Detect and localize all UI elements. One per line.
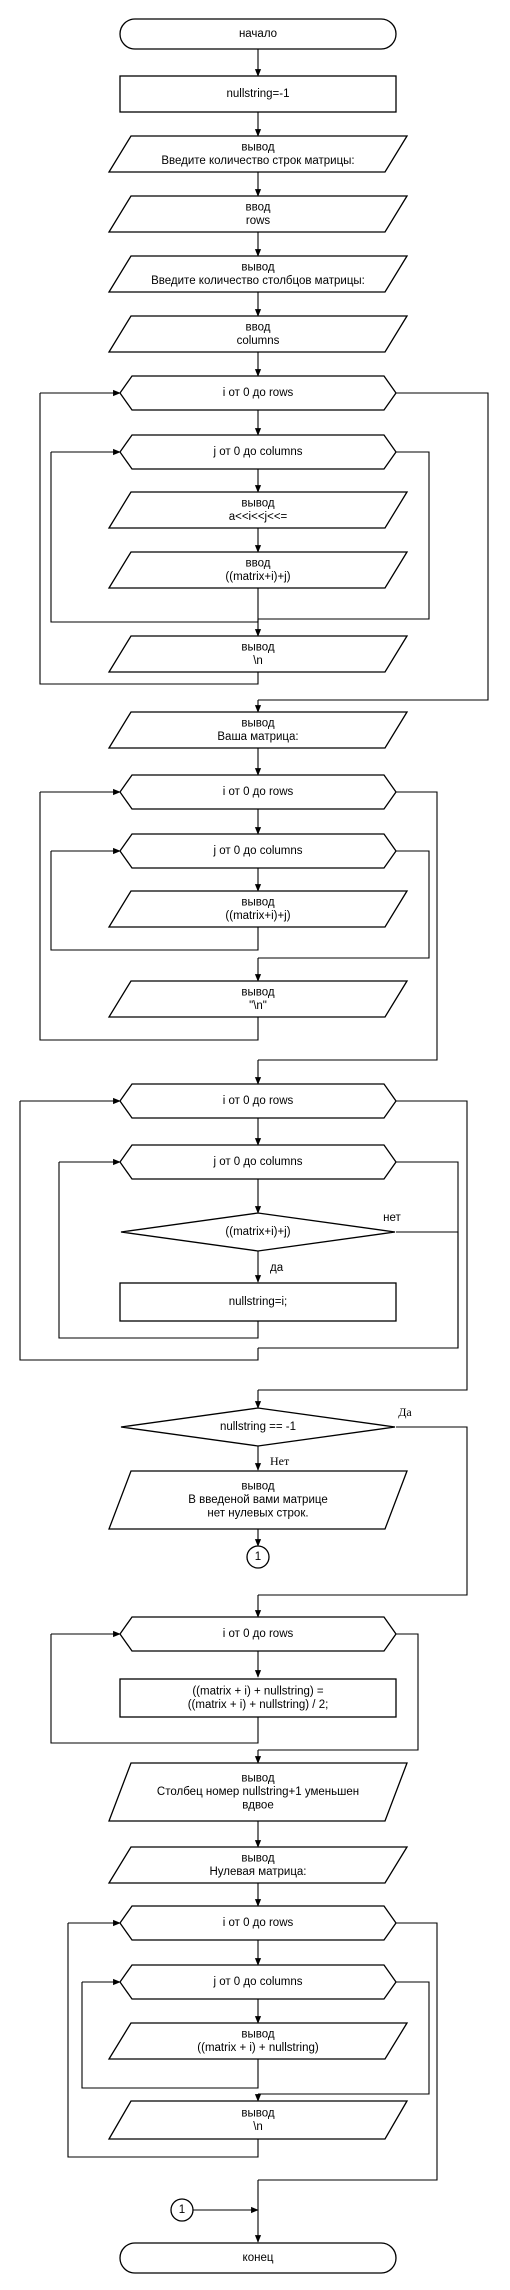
loop-i-search-back bbox=[19, 1101, 259, 1361]
decision-yes-path bbox=[258, 1426, 468, 1596]
output-element-prompt-line: a<<i<<j<<= bbox=[229, 511, 288, 523]
loop-i-result-exit bbox=[258, 1922, 438, 2181]
output-result-element bbox=[107, 2022, 409, 2060]
output-element-prompt-line: вывод bbox=[241, 497, 274, 509]
loop-j-print-back bbox=[50, 851, 259, 951]
loop-j-search-label: j от 0 до columns bbox=[212, 1156, 302, 1168]
output-zero-matrix-line: Нулевая матрица: bbox=[209, 1866, 306, 1878]
output-column-halved-line: вывод bbox=[241, 1773, 274, 1785]
output-columns-prompt-line: Введите количество столбцов матрицы: bbox=[151, 275, 365, 287]
loop-i-print-back bbox=[39, 792, 259, 1041]
input-rows-line: ввод bbox=[246, 201, 271, 213]
input-element-line: ввод bbox=[246, 557, 271, 569]
output-newline-2 bbox=[107, 980, 409, 1018]
output-columns-prompt-line: вывод bbox=[241, 261, 274, 273]
output-newline-3 bbox=[107, 2100, 409, 2140]
connector-1-in-label: 1 bbox=[179, 2204, 185, 2216]
loop-i-print-exit bbox=[258, 791, 438, 1061]
loop-j-input-back bbox=[50, 452, 259, 623]
output-column-halved-line: вдвое bbox=[242, 1800, 273, 1812]
start-terminal-label: начало bbox=[239, 28, 277, 40]
output-newline-2-line: вывод bbox=[241, 986, 274, 998]
loop-i-halve-exit bbox=[258, 1633, 419, 1751]
loop-i-halve-label: i от 0 до rows bbox=[223, 1628, 294, 1640]
output-newline-1-line: вывод bbox=[241, 641, 274, 653]
output-your-matrix-line: Ваша матрица: bbox=[217, 731, 298, 743]
output-column-halved-line: Столбец номер nullstring+1 уменьшен bbox=[157, 1786, 359, 1798]
end-terminal bbox=[119, 2242, 397, 2274]
output-no-zero-rows-line: нет нулевых строк. bbox=[207, 1508, 308, 1520]
decision-nullstring-label: nullstring == -1 bbox=[220, 1421, 296, 1433]
output-rows-prompt bbox=[107, 135, 409, 173]
output-zero-matrix bbox=[107, 1846, 409, 1884]
output-newline-1 bbox=[107, 635, 409, 673]
output-element-prompt bbox=[107, 491, 409, 529]
output-your-matrix-line: вывод bbox=[241, 717, 274, 729]
loop-i-result-back bbox=[67, 1923, 259, 2158]
output-rows-prompt-line: Введите количество строк матрицы: bbox=[161, 155, 354, 167]
output-no-zero-rows-line: В введеной вами матрице bbox=[188, 1494, 327, 1506]
loop-j-print-exit bbox=[258, 850, 430, 959]
output-element-line: вывод bbox=[241, 896, 274, 908]
connector-1-out-label: 1 bbox=[255, 1551, 261, 1563]
process-halve-column bbox=[119, 1678, 397, 1718]
decision-element-zero-label: ((matrix+i)+j) bbox=[225, 1226, 290, 1238]
input-element-line: ((matrix+i)+j) bbox=[225, 571, 290, 583]
process-set-nullstring bbox=[119, 1282, 397, 1322]
label-no-2: Нет bbox=[270, 1454, 290, 1468]
output-your-matrix bbox=[107, 711, 409, 749]
output-newline-2-line: "\n" bbox=[249, 1000, 267, 1012]
loop-i-result-label: i от 0 до rows bbox=[223, 1917, 294, 1929]
process-init-nullstring bbox=[119, 75, 397, 113]
output-column-halved bbox=[108, 1762, 408, 1822]
output-columns-prompt bbox=[107, 255, 409, 293]
label-no-1: нет bbox=[383, 1212, 401, 1224]
loop-i-input-exit bbox=[258, 392, 489, 701]
loop-i-halve-back bbox=[50, 1634, 259, 1744]
loop-i-print-label: i от 0 до rows bbox=[223, 786, 294, 798]
input-columns bbox=[107, 315, 409, 353]
input-rows bbox=[107, 195, 409, 233]
output-rows-prompt-line: вывод bbox=[241, 141, 274, 153]
loop-i-search-label: i от 0 до rows bbox=[223, 1095, 294, 1107]
output-result-element-line: вывод bbox=[241, 2028, 274, 2040]
loop-j-result-exit bbox=[258, 1981, 430, 2095]
loop-j-search-exit bbox=[396, 1161, 459, 1348]
loop-i-search-exit bbox=[258, 1100, 468, 1391]
input-columns-line: columns bbox=[237, 335, 280, 347]
loop-i-input-label: i от 0 до rows bbox=[223, 387, 294, 399]
loop-j-input-label: j от 0 до columns bbox=[212, 446, 302, 458]
output-no-zero-rows-line: вывод bbox=[241, 1481, 274, 1493]
label-yes-1: да bbox=[270, 1262, 284, 1274]
output-no-zero-rows bbox=[108, 1470, 408, 1530]
output-result-element-line: ((matrix + i) + nullstring) bbox=[197, 2042, 319, 2054]
end-terminal-label: конец bbox=[243, 2252, 274, 2264]
output-element bbox=[107, 890, 409, 928]
decision-nullstring bbox=[120, 1407, 396, 1447]
process-set-nullstring-line: nullstring=i; bbox=[229, 1296, 288, 1308]
loop-j-search-back bbox=[58, 1162, 259, 1339]
input-rows-line: rows bbox=[246, 215, 271, 227]
loop-j-input-exit bbox=[258, 451, 430, 620]
input-element bbox=[107, 551, 409, 589]
decision-element-zero bbox=[120, 1212, 396, 1252]
output-zero-matrix-line: вывод bbox=[241, 1852, 274, 1864]
process-init-nullstring-line: nullstring=-1 bbox=[227, 88, 290, 100]
process-halve-column-line: ((matrix + i) + nullstring) / 2; bbox=[188, 1699, 329, 1711]
output-newline-1-line: \n bbox=[253, 655, 263, 667]
loop-j-result-back bbox=[81, 1982, 259, 2089]
output-element-line: ((matrix+i)+j) bbox=[225, 910, 290, 922]
label-yes-2: Да bbox=[398, 1405, 412, 1419]
output-newline-3-line: \n bbox=[253, 2121, 263, 2133]
input-columns-line: ввод bbox=[246, 321, 271, 333]
loop-j-print-label: j от 0 до columns bbox=[212, 845, 302, 857]
process-halve-column-line: ((matrix + i) + nullstring) = bbox=[192, 1685, 324, 1697]
loop-i-input-back bbox=[39, 393, 259, 685]
output-newline-3-line: вывод bbox=[241, 2107, 274, 2119]
connector-1-out bbox=[246, 1545, 270, 1569]
loop-j-result-label: j от 0 до columns bbox=[212, 1976, 302, 1988]
